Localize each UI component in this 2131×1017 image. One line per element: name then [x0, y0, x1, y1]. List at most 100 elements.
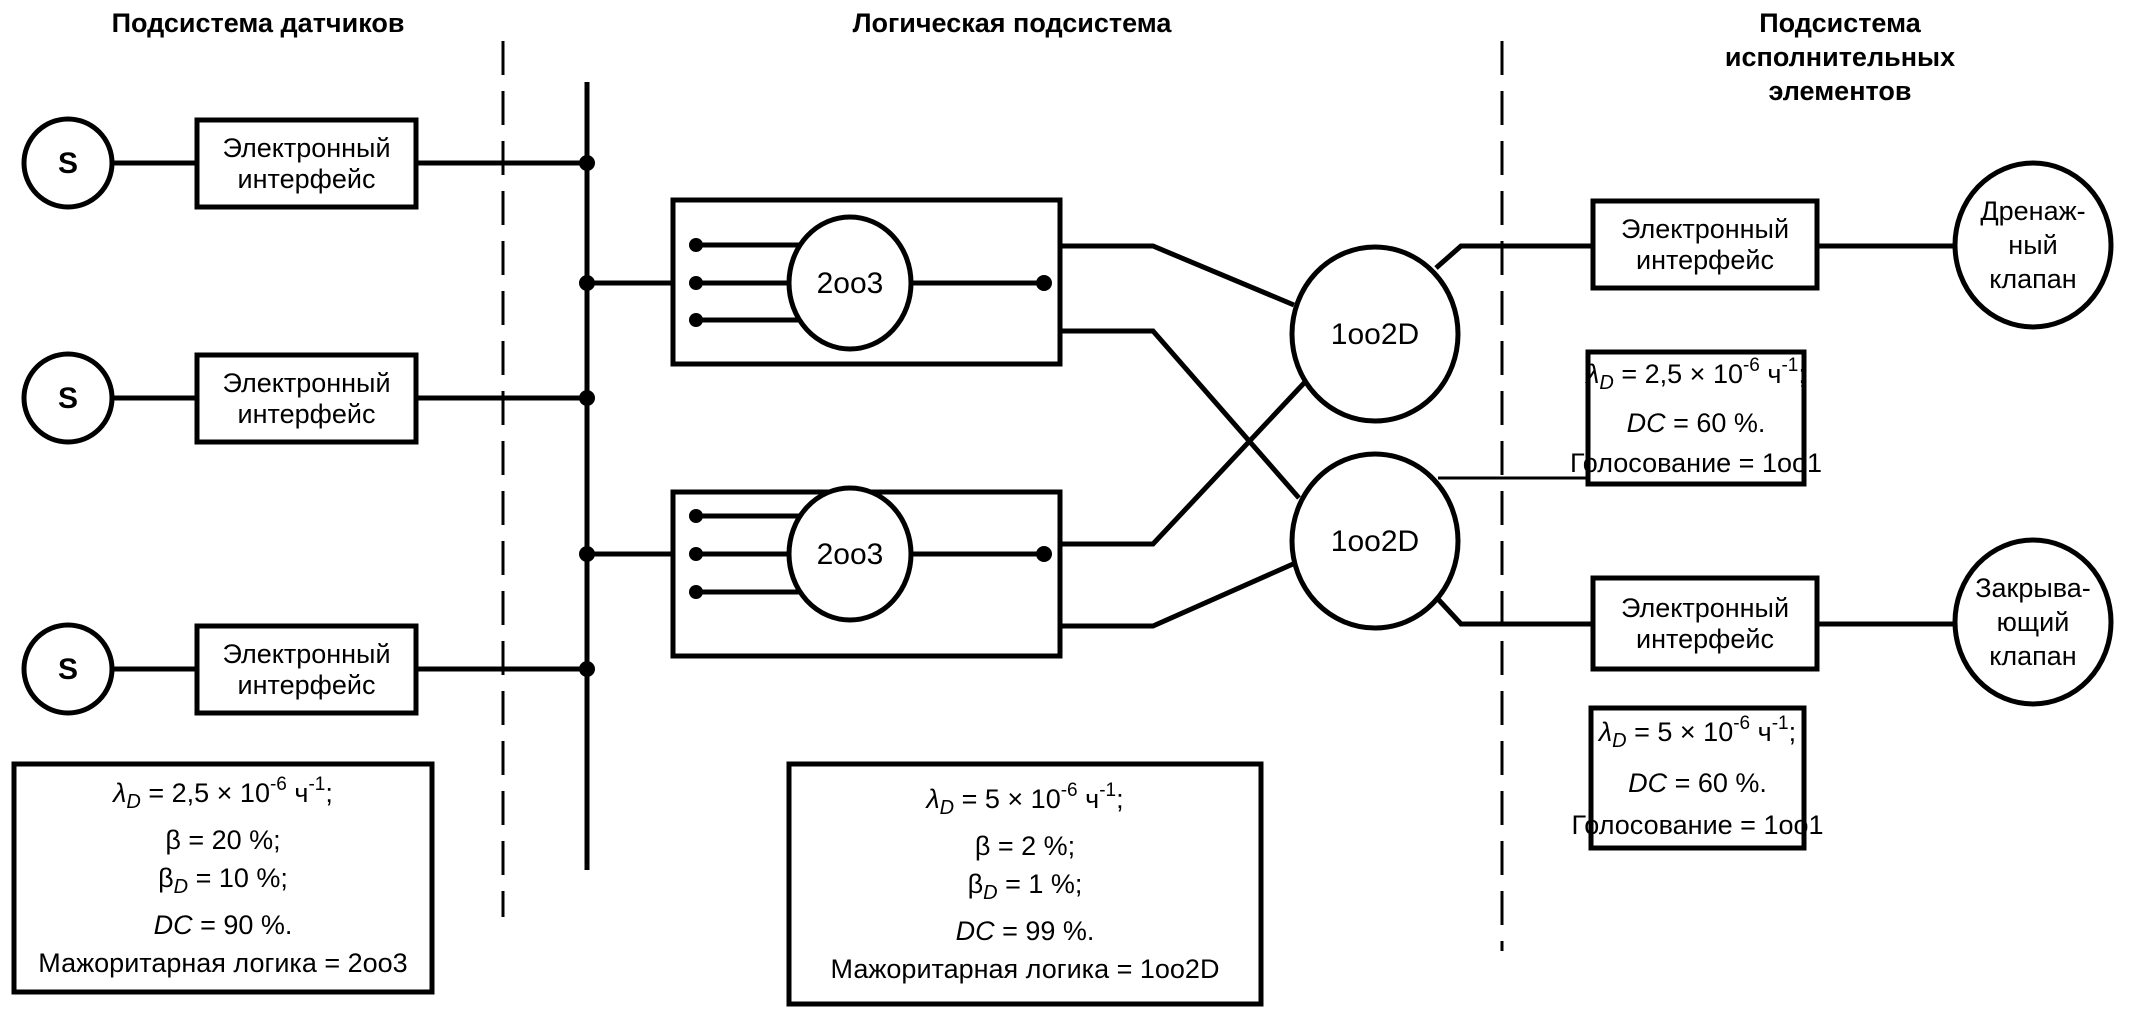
unit: ч [1750, 716, 1772, 747]
exponent: -6 [269, 774, 287, 795]
exponent: -6 [1060, 780, 1078, 801]
subscript: D [983, 882, 998, 904]
param-lambda: λD = 2,5 × 10-6 ч-1; [113, 774, 333, 821]
punct: ; [325, 778, 333, 808]
value: = 2,5 × 10 [140, 778, 270, 808]
exponent: -1 [308, 774, 326, 795]
input-terminal [689, 509, 703, 523]
wire-unit2-to-1oo2d-2 [1060, 561, 1295, 629]
drain-valve-label: Дренаж- ный клапан [1955, 163, 2111, 327]
param-dc: DC = 60 %. [1628, 762, 1767, 804]
label-line: Закрыва- [1975, 573, 2091, 603]
voter-2oo3-circle [786, 214, 914, 352]
label-line: Электронный [1620, 592, 1790, 623]
voter-1oo2d-2-label: 1oo2D [1330, 524, 1420, 558]
sensor-row-1 [21, 116, 595, 210]
voter-1oo2d-2-circle [1289, 451, 1461, 631]
input-terminal [689, 238, 703, 252]
header-logic: Логическая подсистема [852, 8, 1172, 38]
param-lambda: λD = 5 × 10-6 ч-1; [1599, 711, 1796, 762]
dc-symbol: DC [153, 910, 193, 940]
sensor-2-circle [21, 351, 115, 445]
input-terminal [689, 547, 703, 561]
param-beta-d: βD = 1 %; [968, 865, 1083, 912]
dc-symbol: DC [1626, 407, 1666, 438]
shutoff-interface-label: Электронный интерфейс [1593, 578, 1817, 669]
subscript: D [126, 791, 141, 813]
bus-junction [579, 661, 595, 677]
label-line: Дренаж- [1980, 196, 2086, 226]
param-voting: Голосование = 1oo1 [1571, 809, 1824, 840]
label-line: ный [2008, 230, 2058, 260]
value: = 99 %. [994, 916, 1095, 946]
wire-to-shutoff-interface [1435, 596, 1593, 627]
value: = 1 %; [997, 869, 1083, 899]
param-dc: DC = 60 %. [1627, 403, 1766, 443]
label-line: ющий [1996, 607, 2070, 637]
wire-unit1-to-1oo2d-2 [1060, 328, 1301, 500]
drain-valve-params: λD = 2,5 × 10-6 ч-1; DC = 60 %. Голосова… [1570, 352, 1822, 484]
param-dc: DC = 99 %. [956, 912, 1095, 950]
lambda-symbol: λ [1598, 716, 1613, 747]
label-line: интерфейс [237, 398, 376, 429]
value: = 5 × 10 [1626, 716, 1734, 747]
sensor-2-label: S [57, 381, 78, 415]
dc-symbol: DC [955, 916, 995, 946]
punct: ; [1116, 784, 1124, 814]
param-voting-logic: Мажоритарная логика = 1oo2D [830, 954, 1220, 984]
bus-junction [579, 546, 595, 562]
value: = 60 %. [1665, 407, 1766, 438]
output-terminal [1036, 275, 1052, 291]
header-actuators-line: Подсистема [1759, 8, 1921, 38]
sensor-2-interface-label: Электронный интерфейс [197, 355, 416, 442]
value: = 60 %. [1667, 767, 1767, 798]
lambda-symbol: λ [113, 778, 127, 808]
param-lambda: λD = 2,5 × 10-6 ч-1; [1586, 354, 1806, 403]
label-line: Электронный [222, 638, 391, 669]
bus-junction [579, 155, 595, 171]
sensor-1-circle [21, 116, 115, 210]
unit: ч [1077, 784, 1100, 814]
voter-1oo2d-1-circle [1289, 244, 1461, 424]
drain-interface-label: Электронный интерфейс [1593, 201, 1817, 288]
drain-interface-box [1590, 198, 1820, 291]
beta-symbol: β [158, 863, 174, 893]
sensor-3-label: S [57, 652, 78, 686]
label-line: Электронный [1620, 213, 1790, 244]
param-beta: β = 20 %; [165, 825, 281, 855]
voter-2oo3-circle [786, 485, 914, 623]
logic-unit-2 [579, 485, 1063, 659]
label-line: клапан [1989, 264, 2077, 294]
bus-junction [579, 390, 595, 406]
drain-params-box [1585, 349, 1807, 487]
voter-2oo3-2-label: 2oo3 [816, 537, 884, 571]
label-line: Электронный [222, 132, 391, 163]
sensor-2-interface-box [194, 352, 419, 445]
param-lambda: λD = 5 × 10-6 ч-1; [926, 780, 1123, 827]
sensor-3-circle [21, 622, 115, 716]
exponent: -6 [1733, 712, 1751, 734]
drain-valve-circle [1952, 160, 2114, 330]
sensors-params-box [11, 761, 435, 995]
unit: ч [286, 778, 309, 808]
shutoff-interface-box [1590, 575, 1820, 672]
punct: ; [1798, 358, 1806, 389]
punct: ; [1788, 716, 1797, 747]
label-line: клапан [1989, 641, 2077, 671]
sensor-row-3 [21, 622, 595, 716]
param-beta-d: βD = 10 %; [158, 859, 288, 906]
value: = 5 × 10 [954, 784, 1061, 814]
subscript: D [939, 797, 955, 819]
label-line: интерфейс [237, 669, 376, 700]
logic-unit-1 [579, 197, 1063, 367]
param-dc: DC = 90 %. [154, 906, 293, 944]
exponent: -1 [1099, 780, 1117, 801]
sensor-1-interface-label: Электронный интерфейс [197, 120, 416, 207]
output-terminal [1036, 546, 1052, 562]
exponent: -6 [1742, 354, 1760, 376]
value: = 10 %; [188, 863, 288, 893]
value: = 2,5 × 10 [1613, 358, 1743, 389]
exponent: -1 [1771, 712, 1789, 734]
subscript: D [1599, 371, 1614, 394]
